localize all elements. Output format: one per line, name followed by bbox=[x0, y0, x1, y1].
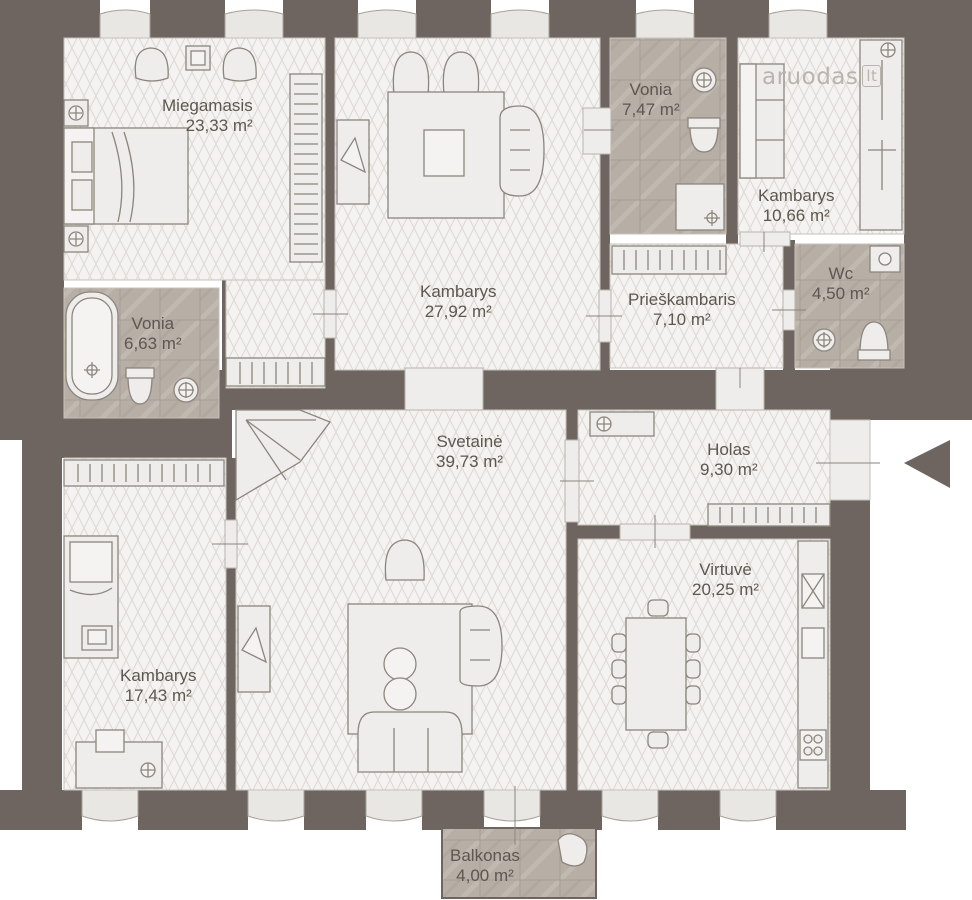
bathtub-icon bbox=[65, 291, 119, 401]
armchair-icon bbox=[134, 45, 257, 82]
room-name: Kambarys bbox=[120, 666, 197, 685]
table-icon bbox=[387, 91, 505, 219]
watermark-tld: lt bbox=[862, 65, 882, 87]
room-name: Balkonas bbox=[450, 846, 520, 865]
room-label-vonia-top: Vonia 7,47 m² bbox=[622, 80, 680, 120]
nightstand-icon bbox=[81, 625, 113, 651]
room-label-kambarys-bottom-left: Kambarys 17,43 m² bbox=[120, 666, 197, 706]
shower-icon bbox=[675, 183, 725, 231]
fireplace-icon bbox=[237, 605, 271, 693]
chair-icon bbox=[557, 833, 588, 867]
room-label-holas: Holas 9,30 m² bbox=[700, 440, 758, 480]
windows-top bbox=[99, 9, 828, 41]
floor-entrance-niche bbox=[829, 419, 871, 501]
room-label-miegamasis: Miegamasis 23,33 m² bbox=[162, 96, 253, 136]
nightstand-icon bbox=[63, 99, 89, 253]
chair-icon bbox=[384, 539, 425, 581]
entrance-arrow-icon bbox=[904, 440, 950, 488]
room-name: Svetainė bbox=[436, 432, 503, 451]
bed-icon bbox=[63, 127, 189, 225]
fireplace-icon bbox=[336, 119, 370, 205]
room-area: 7,10 m² bbox=[653, 310, 711, 329]
room-label-vonia-left: Vonia 6,63 m² bbox=[124, 314, 182, 354]
furniture bbox=[63, 39, 903, 867]
room-area: 6,63 m² bbox=[124, 334, 182, 353]
chair-icon bbox=[392, 51, 480, 95]
room-area: 20,25 m² bbox=[692, 580, 760, 599]
room-name: Virtuvė bbox=[699, 560, 752, 579]
room-label-virtuve: Virtuvė 20,25 m² bbox=[692, 560, 759, 600]
armchair-icon bbox=[459, 605, 503, 687]
room-label-wc: Wc 4,50 m² bbox=[812, 264, 870, 304]
room-area: 9,30 m² bbox=[700, 460, 758, 479]
sink-icon bbox=[173, 377, 199, 403]
shelf-icon bbox=[589, 411, 655, 437]
toilet-icon bbox=[125, 367, 155, 405]
windows-bottom bbox=[81, 789, 777, 822]
doorways bbox=[224, 107, 796, 569]
drain-icon bbox=[812, 328, 836, 352]
room-area: 17,43 m² bbox=[124, 686, 192, 705]
wardrobe-icon bbox=[63, 459, 225, 487]
room-area: 4,50 m² bbox=[812, 284, 870, 303]
room-name: Vonia bbox=[131, 314, 175, 333]
wardrobe-icon bbox=[707, 503, 831, 527]
wardrobe-icon bbox=[611, 245, 727, 275]
watermark-brand: aruodas bbox=[762, 64, 859, 90]
room-name: Wc bbox=[828, 264, 854, 283]
room-label-svetaine: Svetainė 39,73 m² bbox=[436, 432, 503, 472]
sofa-icon bbox=[739, 63, 785, 179]
room-area: 10,66 m² bbox=[762, 206, 830, 225]
dining-table-icon bbox=[625, 617, 687, 731]
room-area: 39,73 m² bbox=[436, 452, 504, 471]
room-label-balkonas: Balkonas 4,00 m² bbox=[450, 846, 520, 886]
wardrobe-icon bbox=[225, 73, 326, 387]
room-name: Kambarys bbox=[758, 186, 835, 205]
room-name: Kambarys bbox=[420, 282, 497, 301]
chair-icon bbox=[611, 599, 701, 749]
room-area: 4,00 m² bbox=[456, 866, 514, 885]
grand-piano-icon bbox=[235, 409, 332, 502]
room-area: 7,47 m² bbox=[622, 100, 680, 119]
room-name: Holas bbox=[707, 440, 751, 459]
sink-icon bbox=[691, 67, 717, 93]
room-label-kambarys-center: Kambarys 27,92 m² bbox=[420, 282, 497, 322]
toilet-icon bbox=[857, 321, 891, 361]
toilet-icon bbox=[687, 117, 721, 153]
room-name: Prieškambaris bbox=[628, 290, 736, 309]
sofa-icon bbox=[357, 711, 463, 773]
desk-icon bbox=[75, 729, 163, 789]
room-label-kambarys-top-right: Kambarys 10,66 m² bbox=[758, 186, 835, 226]
room-area: 23,33 m² bbox=[185, 116, 253, 135]
door-marks bbox=[212, 129, 880, 845]
room-name: Vonia bbox=[629, 80, 673, 99]
stove-icon bbox=[799, 729, 827, 761]
sink-icon bbox=[869, 245, 901, 273]
room-label-prieskambaris: Prieškambaris 7,10 m² bbox=[628, 290, 736, 330]
armchair-icon bbox=[499, 105, 545, 197]
outer-walls bbox=[0, 0, 972, 830]
room-area: 27,92 m² bbox=[424, 302, 492, 321]
room-name: Miegamasis bbox=[162, 96, 253, 115]
